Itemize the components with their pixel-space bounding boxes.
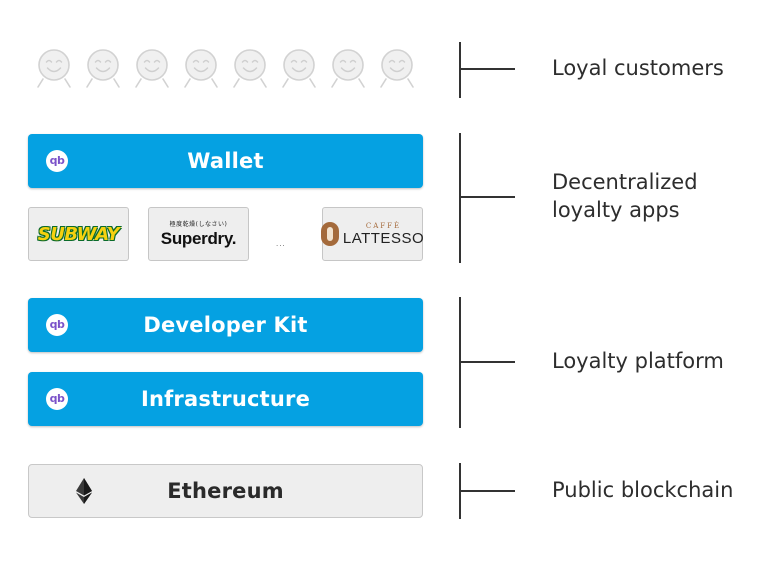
- blockchain-bracket-tick: [459, 490, 515, 492]
- ethereum-bar: Ethereum: [28, 464, 423, 518]
- subway-logo: SUBWAY: [37, 223, 120, 245]
- superdry-wordmark: Superdry.: [160, 228, 237, 248]
- qb-logo-icon: qb: [46, 388, 68, 410]
- qb-logo-icon: qb: [46, 314, 68, 336]
- platform-bracket-tick: [459, 361, 515, 363]
- apps-bracket: [459, 133, 461, 263]
- infrastructure-bar: qb Infrastructure: [28, 372, 423, 426]
- customer-icon: [282, 49, 316, 88]
- qb-logo-icon: qb: [46, 150, 68, 172]
- superdry-tagline: 極度乾燥(しなさい): [169, 220, 228, 228]
- loyal-customers-label: Loyal customers: [552, 56, 724, 80]
- apps-bracket-tick: [459, 196, 515, 198]
- decentralized-apps-label-line1: Decentralized: [552, 170, 698, 194]
- infrastructure-label: Infrastructure: [140, 387, 311, 411]
- superdry-logo: 極度乾燥(しなさい) Superdry.: [160, 220, 237, 248]
- superdry-tile: 極度乾燥(しなさい) Superdry.: [148, 207, 249, 261]
- customers-bracket: [459, 42, 461, 98]
- more-apps-ellipsis: ...: [276, 240, 286, 248]
- ethereum-icon: [76, 478, 92, 504]
- ethereum-label: Ethereum: [167, 479, 284, 503]
- customer-icon: [331, 49, 365, 88]
- customers-bracket-tick: [459, 68, 515, 70]
- customer-icon: [37, 49, 71, 88]
- customer-icon: [233, 49, 267, 88]
- lattesso-logo: CAFFÈ LATTESSO: [320, 221, 425, 247]
- lattesso-caffe: CAFFÈ: [365, 221, 402, 230]
- customer-icon: [380, 49, 414, 88]
- decentralized-apps-label-line2: loyalty apps: [552, 198, 680, 222]
- lattesso-tile: CAFFÈ LATTESSO: [320, 207, 425, 261]
- customer-icon: [135, 49, 169, 88]
- lattesso-wordmark: LATTESSO: [342, 229, 425, 247]
- subway-tile: SUBWAY: [28, 207, 129, 261]
- public-blockchain-label: Public blockchain: [552, 478, 734, 502]
- developer-kit-label: Developer Kit: [143, 313, 308, 337]
- developer-kit-bar: qb Developer Kit: [28, 298, 423, 352]
- wallet-label: Wallet: [187, 149, 264, 173]
- customer-icon: [86, 49, 120, 88]
- lattesso-bean-icon: [320, 222, 339, 246]
- wallet-bar: qb Wallet: [28, 134, 423, 188]
- loyalty-platform-label: Loyalty platform: [552, 349, 724, 373]
- loyal-customers-row: [30, 46, 430, 92]
- customer-icon: [184, 49, 218, 88]
